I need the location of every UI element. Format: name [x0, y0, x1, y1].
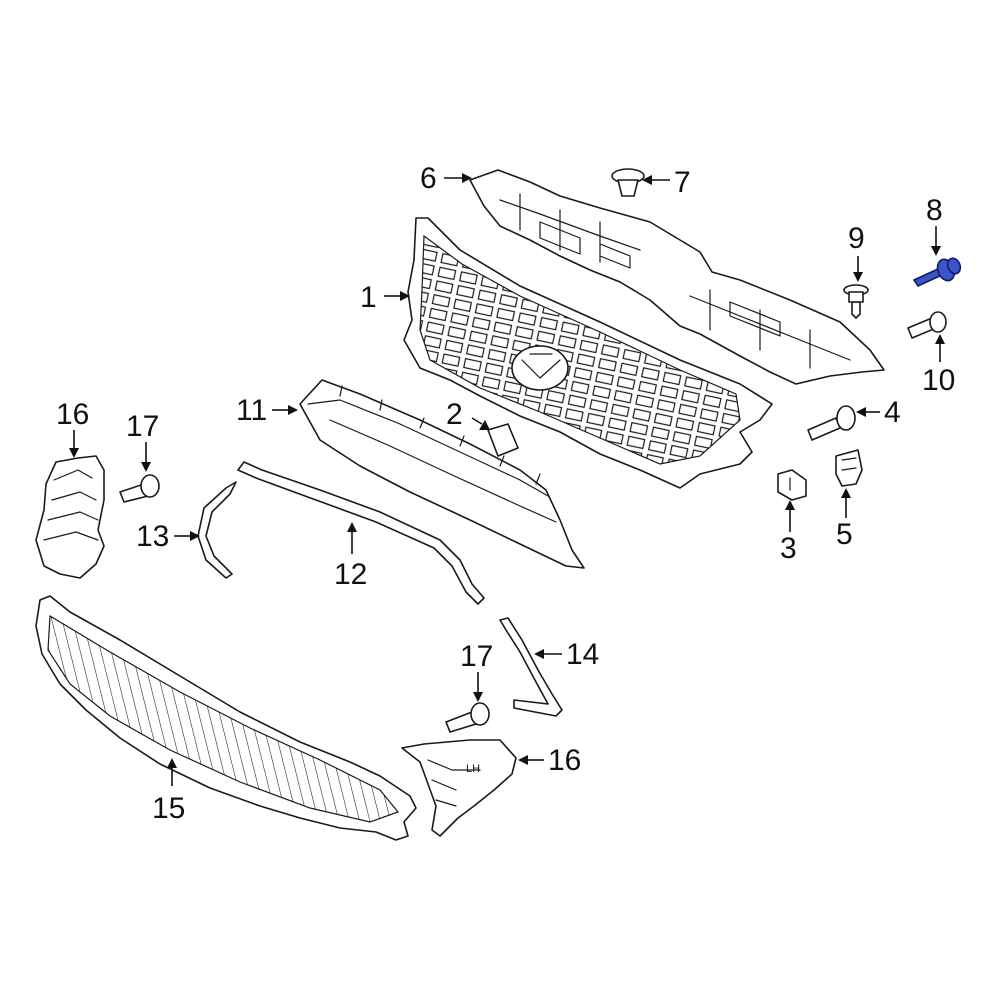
bolt-10	[907, 311, 947, 339]
left-trim-strip	[197, 481, 237, 579]
bolt-4	[807, 405, 856, 441]
right-trim-strip	[499, 617, 563, 717]
callout-14[interactable]: 14	[566, 638, 599, 671]
lower-grille	[35, 595, 417, 841]
callout-11[interactable]: 11	[236, 394, 267, 427]
callout-4[interactable]: 4	[884, 396, 901, 429]
nut-3	[777, 469, 807, 501]
callout-2[interactable]: 2	[446, 398, 463, 431]
callout-16-left[interactable]: 16	[56, 398, 89, 431]
screw-17-upper	[119, 474, 160, 503]
callout-9[interactable]: 9	[848, 222, 865, 255]
callout-17-lower[interactable]: 17	[460, 640, 493, 673]
right-deflector: LH	[401, 739, 517, 837]
upper-support-bracket	[469, 169, 885, 385]
pad-part	[487, 423, 519, 457]
callout-7[interactable]: 7	[674, 166, 691, 199]
callout-6[interactable]: 6	[420, 162, 437, 195]
upper-molding	[299, 379, 585, 569]
callout-8[interactable]: 8	[926, 194, 943, 227]
callout-1[interactable]: 1	[360, 281, 377, 314]
left-deflector	[35, 455, 105, 579]
callout-15[interactable]: 15	[152, 792, 185, 825]
callout-12[interactable]: 12	[334, 558, 367, 591]
lh-mark: LH	[466, 763, 480, 775]
highlighted-bolt	[912, 257, 962, 288]
callout-13[interactable]: 13	[136, 520, 169, 553]
leader-lines	[69, 173, 945, 786]
callout-16-right[interactable]: 16	[548, 744, 581, 777]
screw-9	[843, 284, 869, 319]
clip-5	[835, 449, 863, 487]
push-clip	[611, 168, 645, 197]
callout-10[interactable]: 10	[922, 364, 955, 397]
callout-17-upper[interactable]: 17	[126, 410, 159, 443]
chrome-strip	[237, 461, 485, 605]
grille-frame	[403, 217, 773, 489]
screw-17-lower	[445, 702, 490, 733]
callout-5[interactable]: 5	[836, 518, 853, 551]
callout-labels: 1 2 3 4 5 6 7 8 9 10 11 12 13 14 15 16 1…	[56, 162, 955, 825]
callout-3[interactable]: 3	[780, 532, 797, 565]
